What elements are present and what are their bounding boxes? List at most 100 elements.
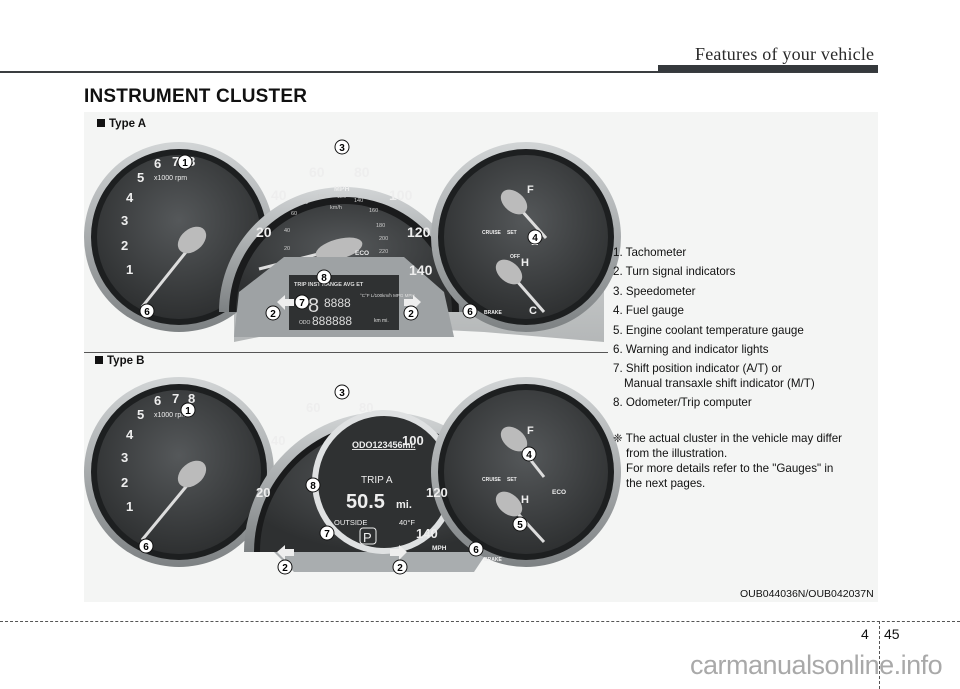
tach-a-tick-4: 4 bbox=[126, 190, 134, 205]
lcd-b-trip-unit: mi. bbox=[396, 499, 412, 511]
legend-item: 1. Tachometer bbox=[613, 246, 687, 259]
callout-a-2-left: 2 bbox=[270, 309, 276, 320]
speedo-b-mph-unit: MPH bbox=[432, 545, 447, 552]
lcd-b-outside-label: OUTSIDE bbox=[334, 518, 367, 527]
gauge-b-brake: BRAKE bbox=[484, 557, 502, 563]
lcd-a-odo-label: ODO bbox=[299, 320, 311, 326]
tach-a-tick-2: 2 bbox=[121, 238, 128, 253]
legend-item: 4. Fuel gauge bbox=[613, 304, 684, 318]
speedo-a-kmh-160: 160 bbox=[369, 208, 378, 214]
page-heading: INSTRUMENT CLUSTER bbox=[84, 86, 308, 107]
header-accent-bar bbox=[658, 65, 878, 72]
gauge-b-eco: ECO bbox=[552, 489, 566, 496]
turn-right-arrow-icon bbox=[404, 295, 421, 310]
footer-rule bbox=[0, 621, 960, 622]
lcd-a-modes: TRIP INST RANGE AVG ET bbox=[294, 282, 364, 288]
tachometer-b bbox=[84, 377, 274, 567]
speedo-a-kmh-180: 180 bbox=[376, 223, 385, 229]
speedo-a-kmh-60: 60 bbox=[291, 211, 297, 217]
gauge-b-cruise: CRUISE bbox=[482, 477, 502, 483]
tach-a-unit: x1000 rpm bbox=[154, 175, 187, 182]
turn-right-arrow-b-icon bbox=[390, 545, 407, 560]
speedo-a-mph-60: 60 bbox=[309, 164, 325, 180]
speedo-b-mph-40: 40 bbox=[271, 433, 285, 448]
type-separator bbox=[84, 352, 608, 353]
legend-item: 7. Shift position indicator (A/T) or bbox=[613, 362, 782, 376]
lcd-a-gear: 8 bbox=[308, 295, 319, 317]
cluster-type-b bbox=[84, 377, 621, 572]
speedo-a-kmh-20: 20 bbox=[284, 246, 290, 252]
speedo-a-eco: ECO bbox=[355, 250, 369, 257]
gear-indicator-box bbox=[359, 527, 377, 545]
figure-code: OUB044036N/OUB042037N bbox=[740, 588, 874, 600]
note-line: the next pages. bbox=[626, 477, 706, 490]
type-b-text: Type B bbox=[107, 355, 145, 367]
tach-b-tick-8: 8 bbox=[188, 391, 195, 406]
note-block: ❈ The actual cluster in the vehicle may … bbox=[613, 431, 883, 491]
tach-b-unit: x1000 rpm bbox=[154, 412, 187, 419]
speedo-a-kmh-200: 200 bbox=[379, 236, 388, 242]
tach-b-tick-2: 2 bbox=[121, 475, 128, 490]
callout-b-2-right: 2 bbox=[397, 563, 403, 574]
lcd-b-trip-label: TRIP A bbox=[361, 475, 393, 486]
callout-a-3: 3 bbox=[339, 143, 345, 154]
lcd-a-units-bottom: km mi. bbox=[374, 318, 389, 324]
fuel-temp-gauge-b bbox=[431, 377, 621, 567]
speedo-b-mph-60: 60 bbox=[306, 400, 320, 415]
callout-b-2-left: 2 bbox=[282, 563, 288, 574]
watermark: carmanualsonline.info bbox=[690, 650, 943, 680]
speedo-b-mph-120: 120 bbox=[426, 485, 448, 500]
speedo-a-mph-140: 140 bbox=[409, 262, 433, 278]
turn-left-arrow-icon bbox=[277, 295, 294, 310]
gauge-a-temp-cold: C bbox=[529, 305, 537, 317]
callout-b-8: 8 bbox=[310, 481, 316, 492]
lcd-a-digits-top: 8888 bbox=[324, 296, 351, 310]
fuel-temp-gauge-a bbox=[431, 142, 621, 332]
speedo-a-kmh-80: 80 bbox=[302, 200, 308, 206]
callout-b-4: 4 bbox=[526, 450, 532, 461]
lcd-a-digits-bottom: 888888 bbox=[312, 314, 352, 328]
note-symbol-icon: ❈ bbox=[613, 432, 623, 445]
speedometer-a bbox=[219, 187, 469, 337]
turn-left-arrow-b-icon bbox=[277, 545, 294, 560]
speedo-a-kmh-unit: km/h bbox=[330, 205, 342, 211]
speedo-a-kmh-140: 140 bbox=[354, 198, 363, 204]
cluster-type-a bbox=[84, 142, 621, 342]
note-line: The actual cluster in the vehicle may di… bbox=[625, 432, 843, 445]
gauge-a-set: SET bbox=[507, 230, 517, 236]
chapter-number: 4 bbox=[861, 626, 869, 642]
legend-item: 2. Turn signal indicators bbox=[613, 265, 736, 279]
square-bullet-icon bbox=[95, 356, 103, 364]
type-a-label: Type A bbox=[97, 118, 146, 130]
gauge-a-brake: BRAKE bbox=[484, 310, 502, 316]
callout-a-6-left: 6 bbox=[144, 307, 150, 318]
tach-a-tick-5: 5 bbox=[137, 170, 144, 185]
callout-b-6-right: 6 bbox=[473, 545, 479, 556]
tach-b-tick-4: 4 bbox=[126, 427, 134, 442]
lcd-b-odometer: ODO123456mi. bbox=[352, 440, 416, 450]
tach-a-tick-1: 1 bbox=[126, 262, 133, 277]
type-a-text: Type A bbox=[109, 118, 147, 130]
page-number: 45 bbox=[884, 626, 900, 642]
speedo-b-mph-80: 80 bbox=[359, 400, 373, 415]
lcd-a-units-top: °C°F L/100km/h MPG MPH bbox=[360, 293, 415, 298]
callout-a-8: 8 bbox=[321, 273, 327, 284]
gauge-b-fuel-full: F bbox=[527, 425, 534, 437]
speedo-a-kmh-220: 220 bbox=[379, 249, 388, 255]
legend-item-continuation: Manual transaxle shift indicator (M/T) bbox=[624, 376, 815, 390]
lcd-b-trip-value: 50.5 bbox=[346, 491, 385, 513]
callout-a-7: 7 bbox=[299, 298, 305, 309]
speedo-a-kmh-120: 120 bbox=[337, 194, 346, 200]
section-title: Features of your vehicle bbox=[695, 44, 875, 64]
legend-item: 6. Warning and indicator lights bbox=[613, 343, 769, 357]
legend-list: 1. Tachometer 2. Turn signal indicators … bbox=[613, 243, 815, 413]
speedo-a-mph-20: 20 bbox=[256, 224, 272, 240]
note-line: from the illustration. bbox=[626, 447, 728, 460]
gauge-a-temp-hot: H bbox=[521, 257, 529, 269]
speedo-a-mph-100: 100 bbox=[389, 187, 413, 203]
legend-item: 5. Engine coolant temperature gauge bbox=[613, 323, 804, 337]
callout-b-1: 1 bbox=[185, 406, 191, 417]
footer-divider bbox=[879, 621, 880, 689]
tach-b-tick-5: 5 bbox=[137, 407, 144, 422]
speedo-a-mph-unit: MPH bbox=[334, 186, 350, 193]
